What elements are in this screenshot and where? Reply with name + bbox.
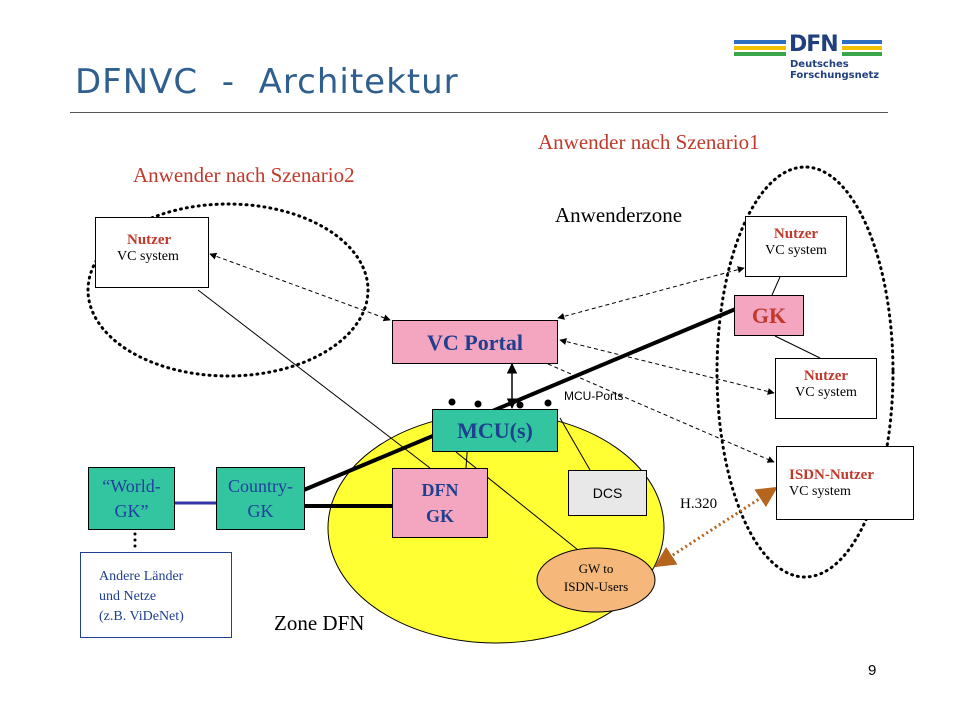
nutzer-right-top-subtitle: VC system xyxy=(765,243,827,258)
isdn-nutzer-title: ISDN-Nutzer xyxy=(789,467,874,483)
logo-line-1: Deutsches xyxy=(790,59,849,70)
gw-isdn-label: GW to ISDN-Users xyxy=(538,560,654,596)
country-gk-line2: GK xyxy=(247,501,274,521)
dfn-logo: DFN Deutsches Forschungsnetz xyxy=(734,30,884,88)
mcu-port-dot-2 xyxy=(474,400,482,408)
arrow-portal-nutzer-mid xyxy=(559,338,775,395)
label-h320: H.320 xyxy=(680,496,718,512)
logo-brand: DFN xyxy=(789,32,839,57)
line-nutzer-gk xyxy=(771,276,781,296)
dcs-box: DCS xyxy=(568,470,647,516)
country-gk-line1: Country- xyxy=(228,476,293,496)
world-gk-box: “World- GK” xyxy=(88,467,175,530)
title-divider xyxy=(70,112,888,113)
dfn-gk-line1: DFN xyxy=(421,480,459,500)
gw-line2: ISDN-Users xyxy=(563,579,629,594)
logo-stripe-blue xyxy=(734,40,786,44)
label-anwenderzone: Anwenderzone xyxy=(555,203,683,227)
dfn-gk-box: DFN GK xyxy=(392,468,488,538)
label-szenario2: Anwender nach Szenario2 xyxy=(133,163,355,187)
nutzer-left-subtitle: VC system xyxy=(117,249,179,264)
gw-isdn-ellipse xyxy=(536,547,656,613)
arrow-portal-isdn xyxy=(547,363,775,463)
nutzer-right-top-title: Nutzer xyxy=(773,226,819,242)
mcu-port-dot-1 xyxy=(448,398,456,406)
world-gk-line1: “World- xyxy=(102,476,161,496)
andere-laender-box: Andere Länder und Netze (z.B. ViDeNet) xyxy=(80,552,232,638)
nutzer-left-box: Nutzer VC system xyxy=(95,217,209,288)
logo-line-2: Forschungsnetz xyxy=(790,70,880,81)
line-mcu-to-dcs xyxy=(559,417,591,471)
andere-line1: Andere Länder xyxy=(99,569,184,584)
logo-stripe-yellow xyxy=(734,46,786,50)
label-szenario1: Anwender nach Szenario1 xyxy=(538,130,760,154)
mcu-port-dot-4 xyxy=(544,399,552,407)
mcu-port-dot-3 xyxy=(516,401,524,409)
line-nutzer-to-dfngk xyxy=(197,289,431,469)
nutzer-right-mid-subtitle: VC system xyxy=(795,385,857,400)
gw-line1: GW to xyxy=(578,561,614,576)
country-gk-box: Country- GK xyxy=(216,467,305,530)
andere-line2: und Netze xyxy=(99,589,157,604)
logo-stripe-green xyxy=(734,52,786,56)
nutzer-left-title: Nutzer xyxy=(127,232,172,248)
nutzer-right-mid-box: Nutzer VC system xyxy=(775,358,877,419)
label-mcu-ports: MCU-Ports xyxy=(564,389,624,403)
arrow-portal-nutzer-top xyxy=(557,266,745,320)
line-gk-nutzer2 xyxy=(774,335,821,359)
isdn-nutzer-subtitle: VC system xyxy=(789,484,851,499)
page-number: 9 xyxy=(868,662,877,679)
label-zone-dfn: Zone DFN xyxy=(274,611,365,635)
isdn-nutzer-box: ISDN-Nutzer VC system xyxy=(776,446,914,520)
nutzer-right-mid-title: Nutzer xyxy=(803,368,849,384)
arrow-nutzer-left-portal xyxy=(209,252,391,322)
gk-box: GK xyxy=(734,295,804,336)
arrow-gw-isdn xyxy=(654,486,778,568)
world-gk-line2: GK” xyxy=(114,501,149,521)
nutzer-right-top-box: Nutzer VC system xyxy=(745,216,847,277)
page-title: DFNVC - Architektur xyxy=(75,62,459,102)
andere-line3: (z.B. ViDeNet) xyxy=(99,609,184,624)
dfn-gk-line2: GK xyxy=(425,506,454,526)
vc-portal-box: VC Portal xyxy=(392,320,558,364)
mcu-box: MCU(s) xyxy=(432,409,558,452)
